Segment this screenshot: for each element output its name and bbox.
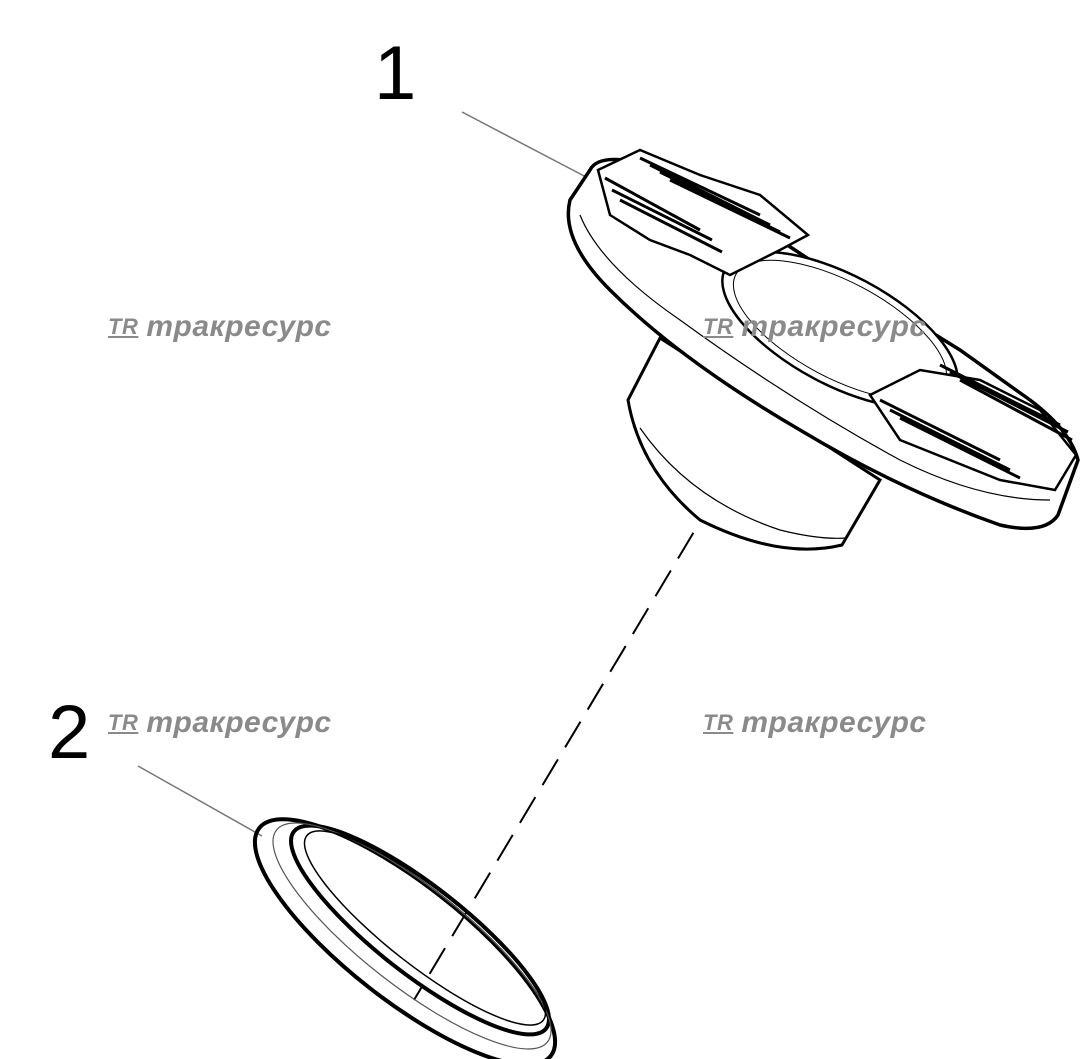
part-1-hub xyxy=(566,148,1080,551)
watermark: TR тракресурс xyxy=(703,706,927,740)
watermark-logo: TR xyxy=(108,710,139,735)
ring-outer xyxy=(252,817,558,1059)
watermark-text: тракресурс xyxy=(146,310,332,343)
callout-number-2: 2 xyxy=(48,690,91,775)
assembly-axis-line xyxy=(413,494,717,1001)
watermark: TR тракресурс xyxy=(108,310,332,344)
watermark-logo: TR xyxy=(703,314,734,339)
watermark-text: тракресурс xyxy=(146,706,332,739)
tooth-cluster-upper xyxy=(596,148,811,277)
ring-inner xyxy=(289,823,551,1037)
leader-line-1 xyxy=(461,111,589,179)
watermark-text: тракресурс xyxy=(741,706,927,739)
hub-barrel xyxy=(626,335,883,551)
watermark: TR тракресурс xyxy=(108,706,332,740)
leader-line-2 xyxy=(137,765,263,837)
watermark-logo: TR xyxy=(703,710,734,735)
watermark-logo: TR xyxy=(108,314,139,339)
callout-number-1: 1 xyxy=(374,31,417,116)
watermark-text: тракресурс xyxy=(741,310,927,343)
watermark: TR тракресурс xyxy=(703,310,927,344)
tooth-cluster-lower xyxy=(868,363,1078,492)
part-2-ring xyxy=(252,817,558,1059)
